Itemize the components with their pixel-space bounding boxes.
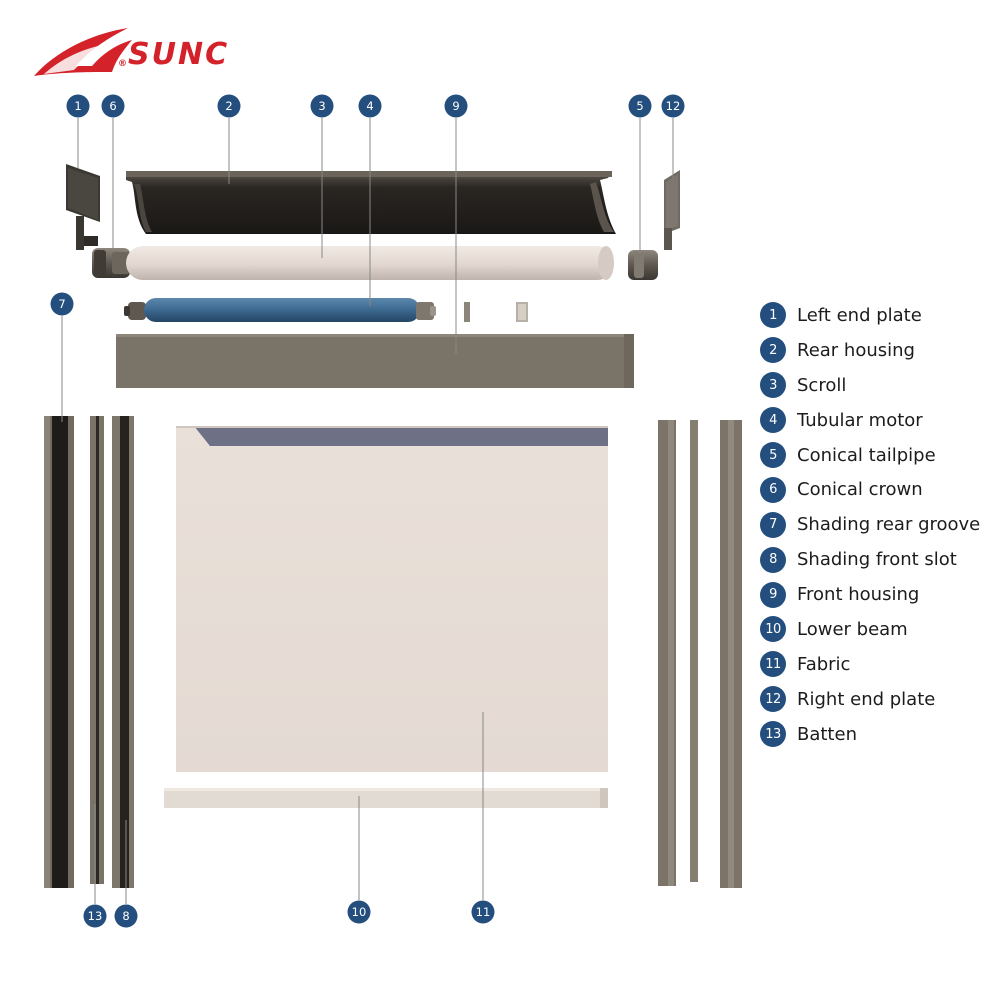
legend-item: 5 Conical tailpipe bbox=[760, 438, 1000, 473]
legend-number-badge: 8 bbox=[760, 546, 786, 573]
legend-item: 3 Scroll bbox=[760, 368, 1000, 403]
legend-number-badge: 10 bbox=[760, 616, 786, 643]
legend-label: Batten bbox=[797, 723, 857, 745]
tubular-motor bbox=[124, 298, 436, 322]
legend-item: 1 Left end plate bbox=[760, 298, 1000, 333]
svg-text:9: 9 bbox=[452, 99, 459, 113]
end-clip-left bbox=[464, 302, 470, 322]
legend-item: 7 Shading rear groove bbox=[760, 507, 1000, 542]
callout-7: 7 bbox=[50, 292, 74, 316]
leader-lines bbox=[61, 118, 674, 904]
callout-9: 9 bbox=[444, 94, 468, 118]
legend-number-badge: 4 bbox=[760, 407, 786, 434]
callout-2: 2 bbox=[217, 94, 241, 118]
callout-1: 1 bbox=[66, 94, 90, 118]
legend-label: Lower beam bbox=[797, 618, 908, 640]
svg-text:2: 2 bbox=[225, 99, 232, 113]
right-side-rails bbox=[658, 420, 742, 888]
legend-number-badge: 11 bbox=[760, 651, 786, 678]
callout-10: 10 bbox=[347, 900, 371, 924]
legend-number-badge: 12 bbox=[760, 686, 786, 713]
callouts: 1 6 2 3 4 9 5 12 bbox=[50, 94, 685, 928]
svg-text:5: 5 bbox=[636, 99, 643, 113]
svg-text:4: 4 bbox=[366, 99, 373, 113]
legend-label: Conical crown bbox=[797, 479, 923, 501]
legend-label: Fabric bbox=[797, 653, 851, 675]
logo-swoosh-stripe bbox=[44, 44, 108, 74]
shading-rear-groove-right bbox=[720, 420, 742, 888]
legend-item: 2 Rear housing bbox=[760, 333, 1000, 368]
legend-number-badge: 7 bbox=[760, 511, 786, 538]
legend-item: 8 Shading front slot bbox=[760, 542, 1000, 577]
legend-item: 9 Front housing bbox=[760, 577, 1000, 612]
legend-label: Shading front slot bbox=[797, 549, 957, 571]
svg-text:3: 3 bbox=[318, 99, 325, 113]
svg-text:13: 13 bbox=[88, 909, 103, 923]
shading-front-slot-left bbox=[112, 416, 134, 888]
shading-rear-groove-left bbox=[44, 416, 74, 888]
left-side-rails bbox=[44, 416, 134, 888]
svg-text:11: 11 bbox=[476, 905, 491, 919]
legend-item: 11 Fabric bbox=[760, 647, 1000, 682]
legend-label: Right end plate bbox=[797, 688, 936, 710]
legend-label: Tubular motor bbox=[797, 409, 923, 431]
callout-13: 13 bbox=[83, 904, 107, 928]
svg-text:10: 10 bbox=[352, 905, 367, 919]
rear-housing bbox=[126, 171, 616, 234]
svg-text:8: 8 bbox=[122, 909, 129, 923]
legend-number-badge: 3 bbox=[760, 372, 786, 399]
svg-text:6: 6 bbox=[109, 99, 116, 113]
sunc-logo: ® SUNC bbox=[34, 28, 229, 76]
legend-number-badge: 5 bbox=[760, 442, 786, 468]
lower-beam bbox=[164, 788, 608, 808]
front-housing bbox=[116, 334, 634, 388]
legend-item: 6 Conical crown bbox=[760, 472, 1000, 507]
callout-6: 6 bbox=[101, 94, 125, 118]
legend-item: 13 Batten bbox=[760, 717, 1000, 752]
left-end-plate bbox=[66, 164, 100, 250]
conical-tailpipe bbox=[628, 250, 658, 280]
legend-label: Scroll bbox=[797, 374, 847, 396]
callout-12: 12 bbox=[661, 94, 685, 118]
callout-3: 3 bbox=[310, 94, 334, 118]
svg-text:7: 7 bbox=[58, 297, 65, 311]
shading-front-slot-right bbox=[658, 420, 676, 886]
legend-number-badge: 2 bbox=[760, 337, 786, 364]
callout-4: 4 bbox=[358, 94, 382, 118]
legend-number-badge: 9 bbox=[760, 581, 786, 608]
callout-11: 11 bbox=[471, 900, 495, 924]
batten-left bbox=[90, 416, 104, 884]
legend-number-badge: 13 bbox=[760, 721, 786, 748]
callout-8: 8 bbox=[114, 904, 138, 928]
legend-label: Conical tailpipe bbox=[797, 444, 936, 466]
legend-item: 4 Tubular motor bbox=[760, 403, 1000, 438]
batten-right bbox=[690, 420, 698, 882]
logo-registered: ® bbox=[118, 59, 127, 69]
legend-number-badge: 1 bbox=[760, 302, 786, 329]
end-clip-right bbox=[516, 302, 528, 322]
svg-text:12: 12 bbox=[666, 99, 681, 113]
legend-label: Front housing bbox=[797, 584, 920, 606]
logo-wordmark: SUNC bbox=[128, 37, 229, 72]
legend-item: 12 Right end plate bbox=[760, 682, 1000, 717]
callout-5: 5 bbox=[628, 94, 652, 118]
fabric-panel bbox=[176, 426, 608, 772]
legend-label: Rear housing bbox=[797, 339, 915, 361]
parts-legend: 1 Left end plate 2 Rear housing 3 Scroll… bbox=[760, 298, 1000, 752]
conical-crown bbox=[92, 248, 130, 278]
legend-label: Shading rear groove bbox=[797, 514, 981, 536]
right-end-plate bbox=[664, 170, 680, 250]
legend-item: 10 Lower beam bbox=[760, 612, 1000, 647]
legend-number-badge: 6 bbox=[760, 476, 786, 503]
legend-label: Left end plate bbox=[797, 304, 922, 326]
svg-text:1: 1 bbox=[74, 99, 81, 113]
